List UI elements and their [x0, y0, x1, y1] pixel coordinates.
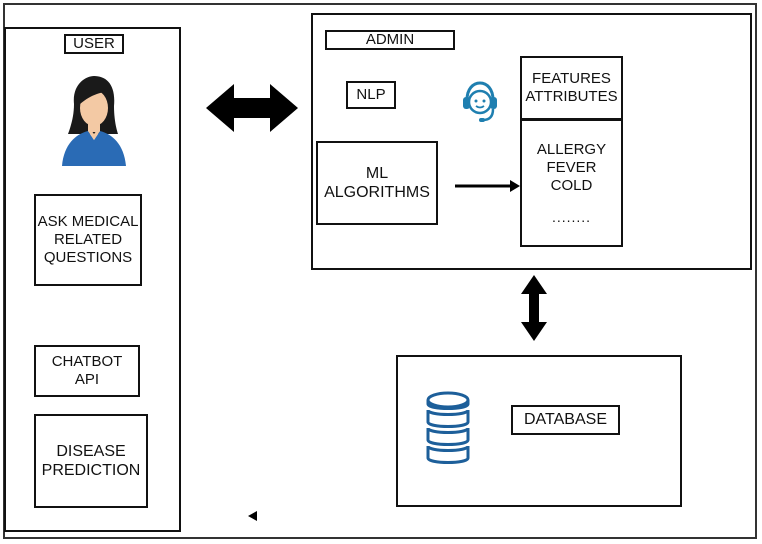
disease-prediction-box: DISEASE PREDICTION: [34, 414, 148, 508]
database-cylinder-icon: [424, 388, 472, 470]
features-divider: [520, 118, 623, 121]
small-triangle-mark: [248, 511, 257, 521]
user-admin-double-arrow: [206, 84, 298, 132]
features-more: ........: [551, 208, 592, 225]
ml-to-features-arrow-head: [510, 180, 520, 192]
ml-algorithms-box: ML ALGORITHMS: [316, 141, 438, 225]
nlp-box: NLP: [346, 81, 396, 109]
user-title: USER: [64, 34, 124, 54]
database-label: DATABASE: [511, 405, 620, 435]
chatbot-api-box: CHATBOT API: [34, 345, 140, 397]
features-list: ALLERGY FEVER COLD: [536, 141, 607, 194]
ask-questions-box: ASK MEDICAL RELATED QUESTIONS: [34, 194, 142, 286]
admin-database-double-arrow: [521, 275, 547, 341]
features-header: FEATURES ATTRIBUTES: [525, 70, 618, 105]
support-agent-icon: [459, 80, 501, 126]
features-panel: [520, 56, 623, 247]
user-avatar-icon: [58, 74, 128, 166]
admin-title: ADMIN: [325, 30, 455, 50]
